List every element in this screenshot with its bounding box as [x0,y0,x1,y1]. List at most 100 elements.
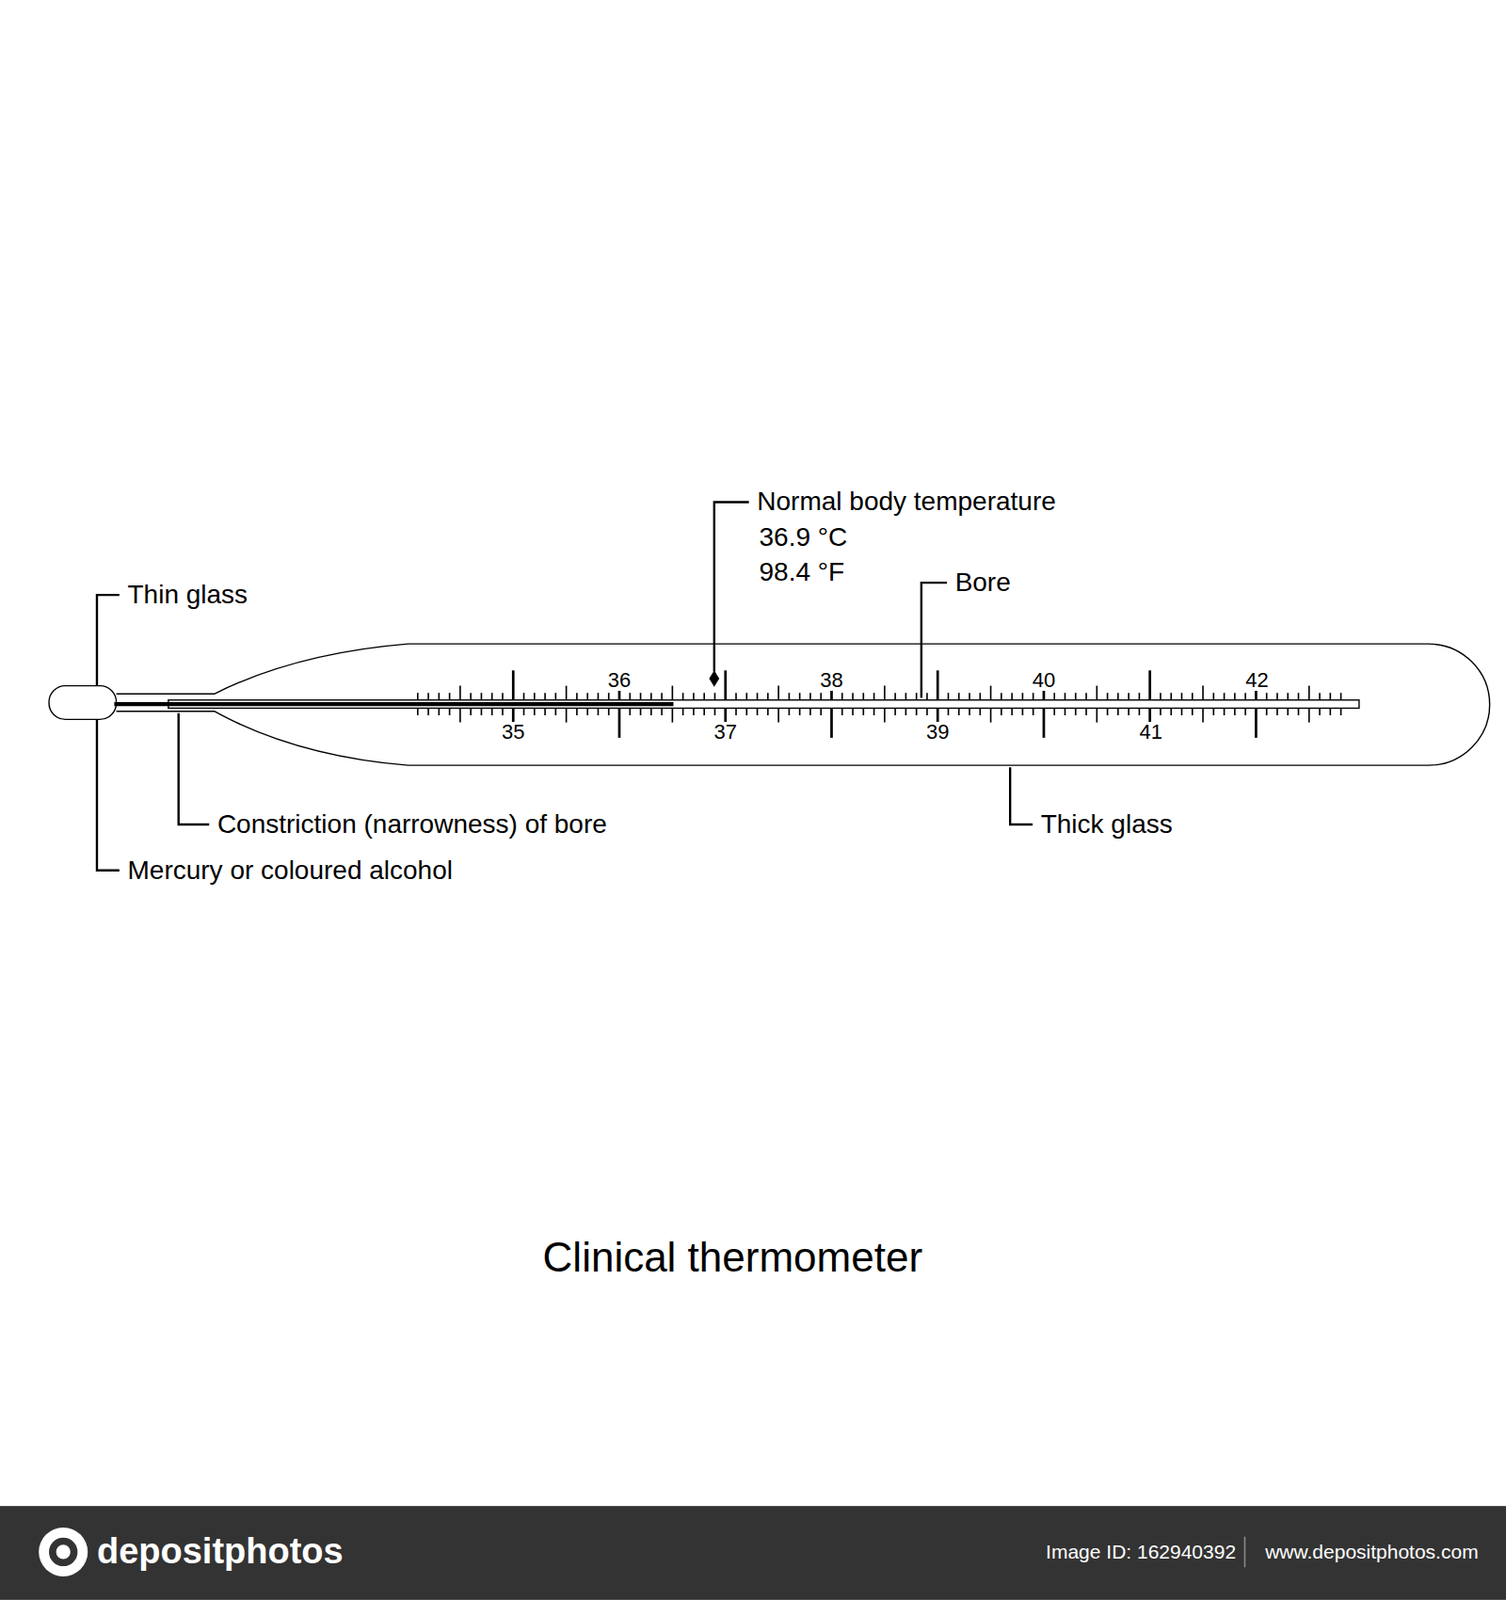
scale-tick [905,707,908,716]
scale-tick [469,707,472,716]
scale-tick [1329,692,1332,701]
scale-tick [905,692,908,701]
scale-tick [1022,707,1025,716]
scale-tick [640,707,642,716]
scale-tick [576,692,578,701]
scale-tick [438,692,441,701]
scale-tick [555,692,558,701]
scale-tick [416,707,419,716]
scale-tick [788,692,791,701]
scale-tick [1276,707,1279,716]
scale-tick [1117,707,1120,716]
scale-tick [841,692,844,701]
scale-tick [501,692,504,701]
scale-tick [714,692,717,701]
leader-line [714,501,750,672]
scale-tick [692,692,695,701]
scale-tick [491,707,494,716]
scale-tick [427,692,430,701]
scale-tick [1233,692,1236,701]
scale-tick [533,692,536,701]
scale-tick [672,686,674,701]
scale-tick [1191,692,1194,701]
scale-tick [523,692,526,701]
bulb [48,686,117,721]
scale-tick [830,707,834,737]
scale-tick [1213,707,1216,716]
footer-bar [0,1506,1506,1600]
scale-tick [735,707,737,716]
leader-line [96,594,120,686]
scale-tick [883,686,886,701]
scale-tick [1117,692,1120,701]
scale-tick [650,692,653,701]
scale-tick [1074,707,1077,716]
scale-tick [1308,707,1311,722]
footer-separator [1244,1537,1247,1569]
scale-number: 37 [711,721,738,743]
scale-tick [501,707,504,716]
part-label: Mercury or coloured alcohol [128,855,454,885]
scale-ticks [417,670,1342,738]
scale-tick [862,692,865,701]
scale-tick [1318,707,1321,716]
mercury-column [113,702,673,706]
scale-tick [947,692,950,701]
scale-tick [586,692,589,701]
leader-line [178,713,210,825]
scale-tick [628,707,631,716]
scale-tick [1053,692,1056,701]
scale-tick [565,707,568,722]
part-label: Constriction (narrowness) of bore [217,809,608,839]
scale-tick [597,692,600,701]
normal-mark [708,670,720,687]
scale-tick [1064,707,1067,716]
caption: Clinical thermometer [543,1233,923,1280]
scale-tick [809,692,812,701]
footer-text: www.depositphotos.com [1265,1540,1478,1563]
scale-tick [1223,707,1226,716]
scale-tick [819,692,822,701]
scale-tick [650,707,653,716]
scale-tick [512,670,515,700]
scale-tick [703,707,705,716]
scale-tick [1000,692,1003,701]
scale-tick [523,707,526,716]
temperature-value: 36.9 °C [759,523,849,553]
scale-tick [1340,692,1343,701]
scale-tick [1042,707,1046,737]
scale-tick [777,686,780,701]
scale-tick [714,707,717,716]
scale-tick [1032,692,1035,701]
scale-tick [1169,692,1172,701]
scale-tick [1127,692,1130,701]
scale-tick [565,686,568,701]
leader-line [96,719,120,870]
scale-tick [459,707,462,722]
scale-tick [978,707,981,716]
scale-tick [1286,692,1289,701]
scale-tick [978,692,981,701]
scale-tick [597,707,600,716]
scale-tick [1106,707,1109,716]
scale-tick [799,692,802,701]
scale-tick [1106,692,1109,701]
scale-tick [745,692,748,701]
scale-tick [1213,692,1216,701]
scale-tick [1053,707,1056,716]
scale-tick [851,707,854,716]
scale-tick [608,692,610,701]
scale-tick [448,707,451,716]
scale-tick [1000,707,1003,716]
scale-tick [1244,692,1247,701]
scale-tick [777,707,780,722]
scale-tick [480,707,483,716]
scale-tick [968,707,971,716]
scale-tick [936,670,940,700]
scale-tick [1181,692,1184,701]
scale-tick [427,707,430,716]
scale-tick [883,707,886,722]
scale-tick [1159,692,1162,701]
scale-tick [682,707,685,716]
